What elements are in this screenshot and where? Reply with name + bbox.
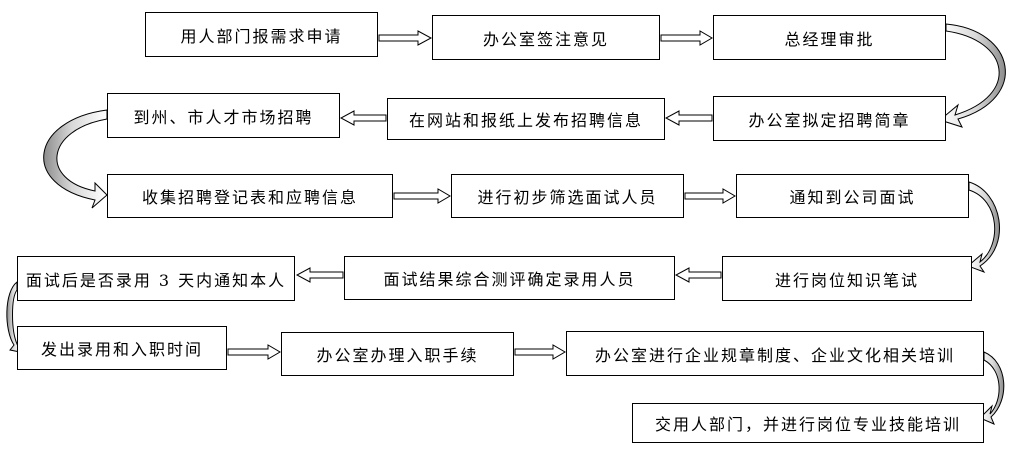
step-box-12: 面试后是否录用 3 天内通知本人 xyxy=(17,256,295,301)
step-box-7: 收集招聘登记表和应聘信息 xyxy=(107,174,393,218)
step-label: 进行初步筛选面试人员 xyxy=(477,188,658,207)
arrow-left-3 xyxy=(674,267,722,283)
arrow-right-5 xyxy=(227,344,281,360)
step-label: 通知到公司面试 xyxy=(789,188,916,207)
step-label: 在网站和报纸上发布招聘信息 xyxy=(408,111,643,130)
arrow-right-2 xyxy=(660,30,713,46)
step-box-10: 进行岗位知识笔试 xyxy=(722,256,972,301)
step-box-14: 办公室办理入职手续 xyxy=(281,332,514,376)
step-label: 办公室办理入职手续 xyxy=(316,346,479,365)
step-label: 用人部门报需求申请 xyxy=(180,26,343,46)
step-box-5: 在网站和报纸上发布招聘信息 xyxy=(387,98,665,140)
step-box-8: 进行初步筛选面试人员 xyxy=(451,174,684,218)
step-label: 总经理审批 xyxy=(784,29,875,49)
step-label: 面试结果综合测评确定录用人员 xyxy=(383,270,636,289)
step-label: 发出录用和入职时间 xyxy=(40,340,203,359)
arrow-right-3 xyxy=(393,188,451,204)
arrow-right-1 xyxy=(378,30,433,46)
step-label: 办公室拟定招聘简章 xyxy=(748,110,911,130)
step-box-6: 到州、市人才市场招聘 xyxy=(107,93,340,138)
step-label: 面试后是否录用 3 天内通知本人 xyxy=(25,270,287,290)
step-box-15: 办公室进行企业规章制度、企业文化相关培训 xyxy=(566,331,984,376)
step-box-11: 面试结果综合测评确定录用人员 xyxy=(344,256,675,300)
curved-arrow-left-1 xyxy=(43,109,108,209)
arrow-right-6 xyxy=(514,344,566,360)
arrow-left-4 xyxy=(295,267,344,283)
step-label: 交用人部门，并进行岗位专业技能培训 xyxy=(654,415,961,434)
step-box-9: 通知到公司面试 xyxy=(736,174,969,218)
curved-arrow-right-1 xyxy=(938,23,1006,128)
curved-arrow-right-3 xyxy=(979,351,1005,425)
curved-arrow-right-2 xyxy=(967,181,1000,274)
arrow-left-2 xyxy=(339,110,387,126)
arrow-right-4 xyxy=(684,188,736,204)
arrow-left-1 xyxy=(664,110,713,126)
step-box-16: 交用人部门，并进行岗位专业技能培训 xyxy=(632,403,984,443)
step-label: 到州、市人才市场招聘 xyxy=(133,107,314,127)
step-label: 收集招聘登记表和应聘信息 xyxy=(141,188,358,207)
step-box-2: 办公室签注意见 xyxy=(432,15,660,60)
step-box-3: 总经理审批 xyxy=(713,15,946,60)
step-box-1: 用人部门报需求申请 xyxy=(145,12,378,57)
step-label: 办公室进行企业规章制度、企业文化相关培训 xyxy=(594,345,955,365)
step-box-13: 发出录用和入职时间 xyxy=(17,326,227,370)
step-box-4: 办公室拟定招聘简章 xyxy=(713,96,946,141)
step-label: 进行岗位知识笔试 xyxy=(774,270,919,290)
step-label: 办公室签注意见 xyxy=(482,29,609,49)
